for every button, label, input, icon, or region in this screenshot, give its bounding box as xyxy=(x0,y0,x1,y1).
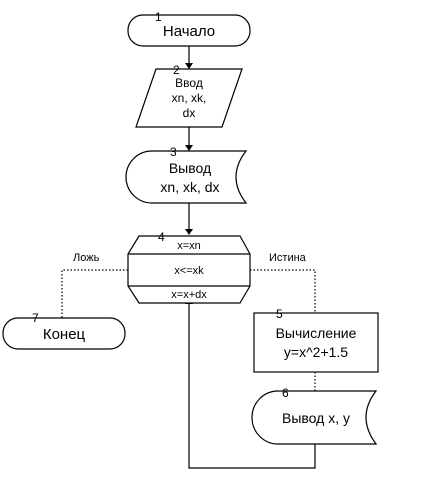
block-number-5: 5 xyxy=(276,307,283,321)
output-display-shape-1 xyxy=(125,150,248,204)
false-branch-label: Ложь xyxy=(73,252,100,264)
start-terminator xyxy=(127,14,251,47)
block-number-6: 6 xyxy=(282,386,289,400)
calc-line-2: y=x^2+1.5 xyxy=(284,344,348,360)
input-parallelogram xyxy=(135,68,243,128)
output-display-shape-2 xyxy=(251,390,378,445)
block-number-1: 1 xyxy=(155,10,162,24)
block-number-7: 7 xyxy=(32,311,39,325)
true-branch-label: Истина xyxy=(269,252,307,264)
block-number-3: 3 xyxy=(170,145,177,159)
start-label: Начало xyxy=(163,23,215,40)
loop-condition: x<=xk xyxy=(174,265,204,277)
connector-true-branch xyxy=(250,269,316,313)
input-line-1: Ввод xyxy=(175,76,203,90)
output2-label: Вывод x, y xyxy=(282,410,350,426)
connector-loop-back xyxy=(188,303,316,469)
arrow-output-loop xyxy=(185,229,193,235)
end-label: Конец xyxy=(43,326,86,343)
loop-init: x=xn xyxy=(177,240,201,252)
arrow-input-output xyxy=(185,145,193,151)
block-number-2: 2 xyxy=(173,63,180,77)
output1-line-2: xn, xk, dx xyxy=(160,179,219,195)
loop-step: x=x+dx xyxy=(171,289,207,301)
calc-line-1: Вычисление xyxy=(276,325,357,341)
input-line-3: dx xyxy=(183,106,196,120)
arrow-start-input xyxy=(185,63,193,69)
block-number-4: 4 xyxy=(158,230,165,244)
input-line-2: xn, xk, xyxy=(172,91,207,105)
end-terminator xyxy=(2,317,126,350)
calc-process xyxy=(253,312,379,373)
connector-false-branch xyxy=(61,269,128,318)
output1-line-1: Вывод xyxy=(169,160,211,176)
